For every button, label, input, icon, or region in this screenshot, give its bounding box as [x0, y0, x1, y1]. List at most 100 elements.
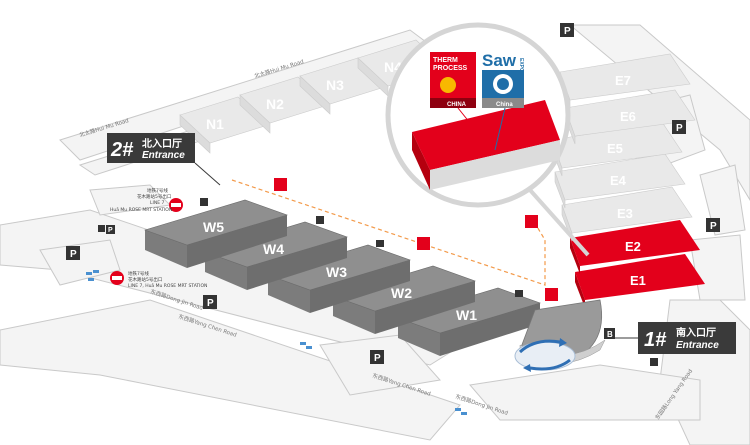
north-entrance-box — [107, 133, 195, 163]
parking-icon: P — [203, 295, 217, 309]
therm-pointer — [457, 107, 491, 149]
circulation-arrow-1 — [518, 339, 561, 354]
east-green-3 — [689, 234, 746, 301]
south-lot — [319, 334, 441, 396]
parking-markers: P P P P P P P — [66, 23, 720, 364]
hall-shape — [440, 303, 540, 356]
south-entrance-number: 1# — [644, 329, 667, 351]
saw-blade-core — [497, 78, 509, 90]
parking-icon: P — [672, 120, 686, 134]
hall-shape — [144, 199, 288, 246]
metro-north-line4: Huā Mu ROSE MRT STATION — [110, 207, 172, 213]
therm-logo-line1: THERM — [433, 57, 458, 64]
info-icon — [200, 198, 208, 206]
shuttle-bus-icon — [417, 237, 430, 250]
hall-shape — [561, 186, 693, 234]
hall-label: W1 — [456, 307, 477, 323]
svg-text:P: P — [564, 26, 571, 37]
therm-logo-line2: PROCESS — [433, 65, 468, 72]
parking-icon: P — [370, 350, 384, 364]
hall-shape — [398, 318, 440, 356]
zoom-callout: THERM PROCESS CHINA Saw EXPO China — [385, 22, 590, 257]
hall-label: N3 — [326, 77, 344, 93]
south-entrance-en: Entrance — [676, 340, 719, 351]
hall-shape — [247, 237, 347, 290]
hall-shape — [268, 275, 310, 313]
metro-south-icon-bar — [112, 276, 122, 280]
arrow-head-1 — [559, 338, 567, 347]
svg-text:P: P — [108, 227, 113, 234]
parking-icon: P — [66, 246, 80, 260]
bus-stop-marker: B — [604, 328, 615, 339]
saw-logo-region: China — [496, 102, 513, 108]
bicycle-icon — [86, 270, 467, 415]
hall-label: E4 — [610, 173, 627, 188]
arrow-head-2 — [523, 364, 531, 372]
shuttle-bus-icon — [525, 215, 538, 228]
hall-shape — [554, 153, 686, 201]
hall-label: W2 — [391, 285, 412, 301]
south-plaza — [514, 299, 606, 372]
shuttle-bus-icon — [274, 178, 287, 191]
atm-icon — [515, 290, 523, 297]
south-entrance-label: 1# 南入口厅 Entrance — [605, 322, 736, 354]
therm-logo-region: CHINA — [447, 102, 467, 108]
metro-south-line3: LINE 7, Huā Mu ROSE MRT STATION — [128, 283, 207, 289]
west-lot — [39, 239, 121, 286]
north-entrance-number: 2# — [110, 139, 134, 161]
atm-icon — [376, 240, 384, 247]
north-entrance-pointer — [194, 162, 221, 186]
hall-label: W5 — [203, 219, 224, 235]
zoom-hall-side — [430, 140, 560, 190]
zoom-hall-top — [412, 100, 560, 170]
hall-shape — [187, 215, 287, 268]
north-entrance-zh: 北入口厅 — [142, 137, 182, 150]
plaza-roundabout — [514, 341, 576, 371]
north-entrance-en: Entrance — [142, 150, 185, 161]
therm-process-logo: THERM PROCESS CHINA — [430, 52, 476, 108]
north-entrance-label: 2# 北入口厅 Entrance — [107, 133, 221, 186]
svg-text:P: P — [207, 298, 214, 309]
amenity-markers — [86, 198, 658, 415]
hall-label: E2 — [625, 239, 641, 254]
hall-label: N1 — [206, 116, 224, 132]
saw-expo-logo: Saw EXPO China — [482, 51, 524, 108]
south-road — [0, 299, 461, 441]
hall-shape — [575, 272, 585, 308]
bus-stop-label: B — [607, 330, 613, 339]
parking-icon: P — [706, 218, 720, 232]
hall-shape — [575, 254, 705, 300]
metro-north-line3: LINE 7 — [150, 200, 164, 206]
saw-logo-sub: EXPO — [518, 58, 524, 72]
hall-shape — [564, 89, 696, 137]
svg-text:P: P — [70, 249, 77, 260]
hall-label: N2 — [266, 96, 284, 112]
hall-shape — [570, 238, 580, 274]
metro-north-line1: 地铁7号线 — [147, 187, 168, 194]
svg-text:P: P — [710, 221, 717, 232]
east-road — [659, 299, 750, 445]
south-entrance-zh: 南入口厅 — [676, 326, 716, 339]
hall-shape — [310, 260, 410, 313]
saw-region-band — [482, 98, 524, 108]
zoom-leader — [528, 188, 590, 257]
taxi-icon — [650, 358, 658, 366]
metro-marker-south: 地铁7号线 花木路站5号出口 LINE 7, Huā Mu ROSE MRT S… — [110, 270, 207, 289]
hall-shape — [333, 296, 375, 334]
west-road — [0, 209, 472, 366]
hall-shape — [205, 252, 247, 290]
walkway-route — [231, 179, 546, 286]
hall-shape — [145, 230, 187, 268]
svg-text:P: P — [676, 123, 683, 134]
hall-label: E1 — [630, 273, 646, 288]
south-plaza-lot — [469, 364, 701, 421]
east-green-1 — [699, 164, 746, 236]
hall-shape — [375, 281, 475, 334]
therm-sun-icon — [440, 77, 456, 93]
hall-label: W3 — [326, 264, 347, 280]
metro-north-icon-bar — [171, 203, 181, 207]
svg-text:P: P — [374, 353, 381, 364]
restroom-icon — [316, 216, 324, 224]
